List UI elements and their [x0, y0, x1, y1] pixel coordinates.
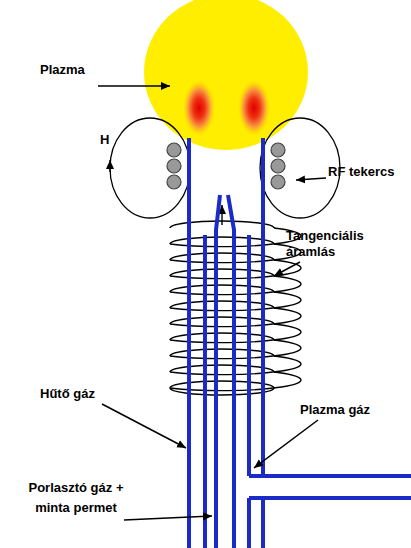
field-arrow: [109, 160, 110, 172]
field-loop: [110, 118, 190, 218]
leader-arrows: [98, 86, 326, 520]
coil-label: RF tekercs: [328, 164, 408, 180]
hot-zone: [183, 80, 215, 136]
rf-coil: [167, 143, 285, 189]
flow-arrow: [221, 205, 222, 225]
torch-tubes: [189, 138, 411, 548]
field-label: H: [100, 132, 120, 148]
coolant-label: Hűtő gáz: [40, 386, 120, 402]
flow-label: Tangenciális áramlás: [286, 228, 396, 259]
hot-zone: [238, 80, 270, 136]
nebulizer-label: Porlasztó gáz + minta permet: [26, 478, 126, 518]
plasma-gas-label: Plazma gáz: [300, 402, 400, 418]
plasma: [144, 0, 308, 150]
plasma-label: Plazma: [40, 62, 120, 78]
